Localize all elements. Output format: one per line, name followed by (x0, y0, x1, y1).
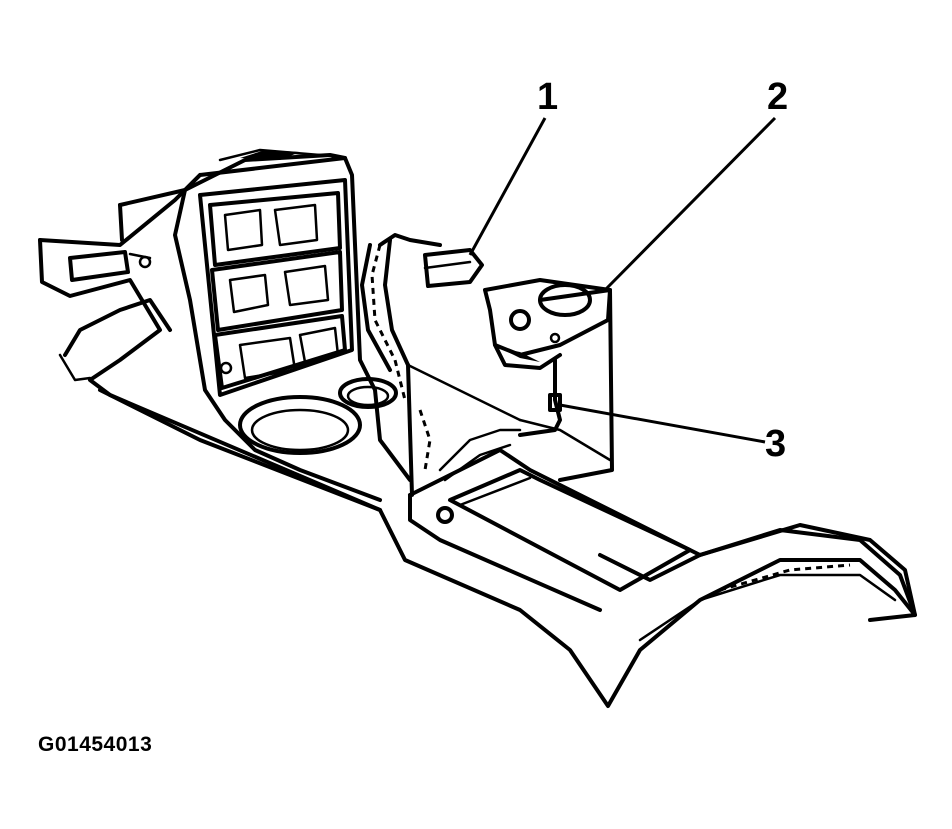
leader-line-2 (603, 116, 777, 292)
switch-assembly (483, 278, 612, 370)
storage-tray (408, 448, 702, 612)
leader-line-1 (468, 117, 547, 256)
center-stack-panel (198, 178, 354, 397)
callout-number-1: 1 (537, 76, 559, 118)
console-top-trim (183, 148, 347, 192)
connector-part (423, 248, 484, 288)
console-body (38, 156, 917, 708)
cupholders (238, 377, 398, 455)
rear-panel (406, 288, 614, 497)
figure-id-label: G01454013 (38, 733, 153, 756)
callout-number-3: 3 (765, 423, 787, 465)
rear-armrest (638, 528, 917, 642)
wire-lead (518, 358, 562, 437)
leader-line-3 (559, 403, 766, 444)
wiring-harness (360, 233, 522, 482)
callout-number-2: 2 (767, 76, 789, 118)
